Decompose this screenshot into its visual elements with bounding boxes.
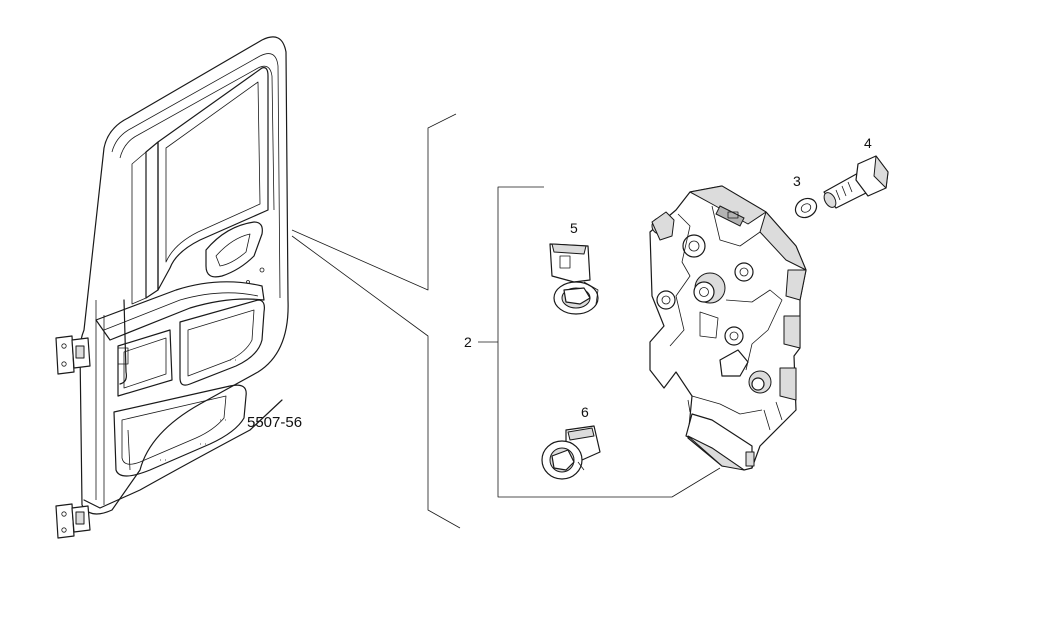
lock-actuator-6 <box>541 425 601 480</box>
door-panel <box>79 36 289 515</box>
lower-hinge <box>55 503 91 539</box>
leader-lines <box>291 113 721 529</box>
callout-5: 5 <box>570 220 578 236</box>
callout-6: 6 <box>581 404 589 420</box>
upper-hinge <box>55 335 91 375</box>
callout-2: 2 <box>464 334 472 350</box>
washer <box>794 197 818 219</box>
callout-3: 3 <box>793 173 801 189</box>
reference-code: 5507-56 <box>247 414 302 431</box>
callout-4: 4 <box>864 135 872 151</box>
bolt <box>823 155 889 209</box>
lock-actuator-5 <box>549 243 599 315</box>
door-lock-assembly <box>649 185 807 471</box>
